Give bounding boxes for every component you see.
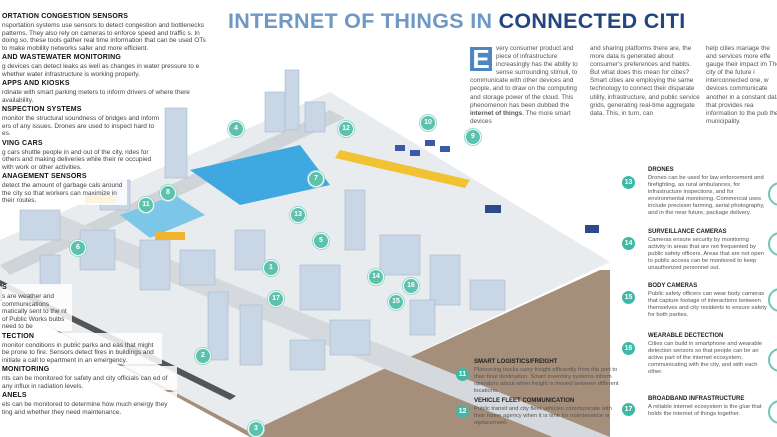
number-badge: 15 bbox=[622, 291, 635, 304]
intro-column-2: and sharing platforms there are, the mor… bbox=[590, 45, 700, 117]
map-marker[interactable]: 14 bbox=[368, 269, 384, 285]
map-marker[interactable]: 13 bbox=[290, 207, 306, 223]
map-marker[interactable]: 2 bbox=[195, 348, 211, 364]
number-badge: 16 bbox=[622, 342, 635, 355]
intro-column-3: help cities manage the and services more… bbox=[706, 45, 777, 125]
river bbox=[190, 145, 330, 205]
map-marker[interactable]: 1 bbox=[263, 260, 279, 276]
number-badge: 14 bbox=[622, 237, 635, 250]
map-marker[interactable]: 16 bbox=[403, 278, 419, 294]
map-marker[interactable]: 6 bbox=[70, 240, 86, 256]
map-marker[interactable]: 15 bbox=[388, 294, 404, 310]
number-badge: 12 bbox=[456, 405, 469, 418]
page-title: INTERNET OF THINGS IN CONNECTED CITI bbox=[228, 9, 686, 33]
map-marker[interactable]: 8 bbox=[160, 185, 176, 201]
solar-panels bbox=[395, 140, 450, 156]
number-badge: 11 bbox=[456, 368, 469, 381]
map-marker[interactable]: 10 bbox=[420, 115, 436, 131]
map-marker[interactable]: 11 bbox=[138, 197, 154, 213]
map-marker[interactable]: 4 bbox=[228, 121, 244, 137]
park bbox=[120, 195, 205, 238]
train bbox=[335, 150, 470, 188]
number-badge: 13 bbox=[622, 176, 635, 189]
map-marker[interactable]: 17 bbox=[268, 291, 284, 307]
number-badge: 17 bbox=[622, 403, 635, 416]
road bbox=[30, 215, 610, 437]
map-marker[interactable]: 3 bbox=[248, 421, 264, 437]
map-marker[interactable]: 9 bbox=[465, 129, 481, 145]
map-marker[interactable]: 12 bbox=[338, 121, 354, 137]
map-marker[interactable]: 5 bbox=[313, 233, 329, 249]
drop-cap: E bbox=[470, 46, 492, 72]
map-marker[interactable]: 7 bbox=[308, 171, 324, 187]
